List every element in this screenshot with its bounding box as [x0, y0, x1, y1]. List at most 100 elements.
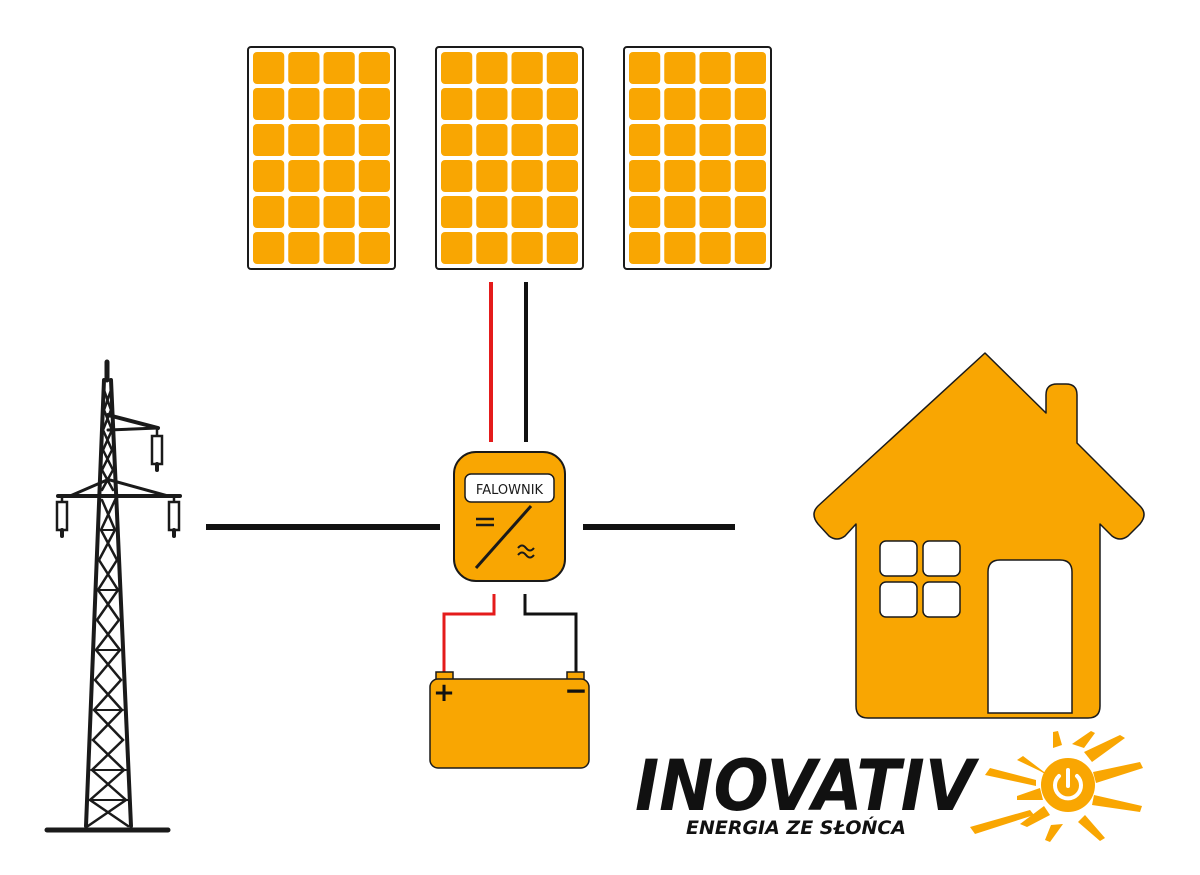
- solar-cell: [441, 160, 473, 192]
- solar-cell: [699, 52, 731, 84]
- solar-cell: [546, 88, 578, 120]
- solar-cell: [664, 232, 696, 264]
- solar-cell: [441, 88, 473, 120]
- solar-cell: [664, 52, 696, 84]
- solar-cell: [629, 232, 661, 264]
- solar-cell: [253, 124, 285, 156]
- house: [813, 352, 1145, 719]
- solar-cell: [288, 88, 320, 120]
- solar-panel-frame: [247, 46, 396, 270]
- solar-cell: [476, 160, 508, 192]
- solar-cell: [358, 124, 390, 156]
- solar-cell: [288, 196, 320, 228]
- solar-cell: [476, 124, 508, 156]
- solar-cell: [511, 88, 543, 120]
- solar-cell: [476, 196, 508, 228]
- solar-cell: [734, 124, 766, 156]
- solar-cell: [358, 160, 390, 192]
- battery-minus-label: −: [564, 674, 587, 707]
- solar-cell: [699, 196, 731, 228]
- solar-cell: [734, 232, 766, 264]
- solar-cell: [288, 160, 320, 192]
- solar-cell: [323, 124, 355, 156]
- wires: [206, 282, 735, 676]
- transmission-tower: [44, 359, 182, 833]
- solar-cell: [629, 160, 661, 192]
- solar-cell: [699, 124, 731, 156]
- solar-cell: [323, 232, 355, 264]
- solar-cell: [288, 232, 320, 264]
- solar-cell: [629, 88, 661, 120]
- solar-cell: [253, 88, 285, 120]
- solar-cell: [288, 52, 320, 84]
- solar-cell: [323, 160, 355, 192]
- solar-panel-frame: [623, 46, 772, 270]
- inverter: FALOWNIK: [453, 451, 566, 582]
- solar-cell: [476, 52, 508, 84]
- solar-cell: [546, 232, 578, 264]
- inverter-label-box: [464, 473, 555, 503]
- solar-cell: [734, 52, 766, 84]
- solar-cell: [664, 160, 696, 192]
- solar-cell: [253, 232, 285, 264]
- solar-cell: [441, 196, 473, 228]
- solar-panel-3: [623, 46, 772, 270]
- solar-cell: [511, 232, 543, 264]
- battery-plus-label: +: [433, 678, 455, 708]
- inverter-label: FALOWNIK: [476, 483, 544, 498]
- solar-cell: [253, 196, 285, 228]
- ac-symbol: [517, 544, 535, 552]
- solar-cell: [734, 160, 766, 192]
- solar-cell: [511, 124, 543, 156]
- solar-cell: [288, 124, 320, 156]
- tower-upper-arm: [106, 413, 160, 430]
- solar-cell: [546, 52, 578, 84]
- logo-power-icon: [1053, 774, 1083, 801]
- solar-cell: [734, 88, 766, 120]
- solar-cell: [358, 196, 390, 228]
- solar-cell: [699, 232, 731, 264]
- solar-cell: [511, 196, 543, 228]
- solar-cell: [253, 52, 285, 84]
- solar-cell: [358, 232, 390, 264]
- solar-cell: [358, 88, 390, 120]
- solar-cell: [546, 160, 578, 192]
- logo-brand: INOVATIV: [635, 745, 979, 827]
- solar-panel-1: [247, 46, 396, 270]
- solar-panels: [247, 46, 772, 270]
- solar-cell: [664, 196, 696, 228]
- solar-cell: [476, 232, 508, 264]
- red-wire-battery: [442, 594, 496, 676]
- solar-cell: [546, 196, 578, 228]
- logo-tagline: ENERGIA ZE SŁOŃCA: [686, 816, 906, 839]
- solar-cell: [476, 88, 508, 120]
- solar-cell: [511, 160, 543, 192]
- black-wire-battery: [523, 594, 578, 676]
- inverter-diagonal: [474, 505, 533, 569]
- solar-cell: [734, 196, 766, 228]
- solar-cell: [629, 196, 661, 228]
- house-window: [879, 540, 961, 618]
- solar-panel-2: [435, 46, 584, 270]
- solar-cell: [699, 160, 731, 192]
- solar-cell: [323, 52, 355, 84]
- tower-insulators: [55, 426, 181, 538]
- solar-cell: [323, 196, 355, 228]
- solar-cell: [253, 160, 285, 192]
- solar-cell: [441, 232, 473, 264]
- solar-cell: [629, 52, 661, 84]
- battery: + −: [429, 671, 590, 769]
- solar-cell: [629, 124, 661, 156]
- solar-cell: [441, 52, 473, 84]
- inovativ-logo: INOVATIV ENERGIA ZE SŁOŃCA: [635, 731, 1143, 842]
- solar-cell: [546, 124, 578, 156]
- house-body: [813, 352, 1145, 719]
- solar-cell: [511, 52, 543, 84]
- solar-panel-frame: [435, 46, 584, 270]
- solar-cell: [441, 124, 473, 156]
- solar-cell: [664, 124, 696, 156]
- logo-sun-rays: [970, 731, 1143, 842]
- house-door: [987, 559, 1073, 714]
